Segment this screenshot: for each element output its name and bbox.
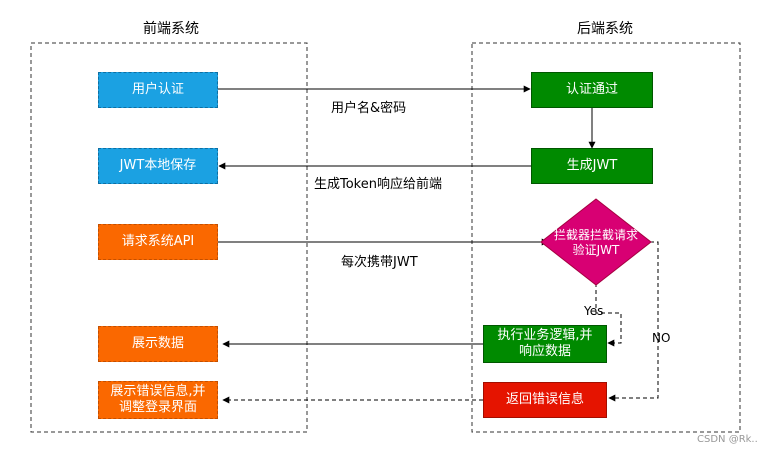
frontend-title: 前端系统 xyxy=(143,21,199,37)
gen-jwt-node: 生成JWT xyxy=(531,148,653,184)
interceptor-diamond xyxy=(540,198,652,286)
auth-pass-node: 认证通过 xyxy=(531,72,653,108)
jwt-store-node: JWT本地保存 xyxy=(98,148,218,184)
edge-no xyxy=(608,241,659,402)
no-label: NO xyxy=(652,331,671,345)
request-api-node: 请求系统API xyxy=(98,224,218,260)
watermark: CSDN @Rk.. xyxy=(697,434,758,445)
return-error-node: 返回错误信息 xyxy=(483,382,607,418)
backend-title: 后端系统 xyxy=(577,21,633,37)
interceptor-label: 拦截器拦截请求 验证JWT xyxy=(553,228,638,257)
backend-panel xyxy=(471,42,741,433)
token-response-label: 生成Token响应给前端 xyxy=(314,177,442,192)
carry-jwt-label: 每次携带JWT xyxy=(341,255,418,270)
yes-label: Yes xyxy=(584,304,604,318)
show-error-node: 展示错误信息,并 调整登录界面 xyxy=(98,381,218,419)
user-auth-node: 用户认证 xyxy=(98,72,218,108)
exec-logic-node: 执行业务逻辑,并 响应数据 xyxy=(483,325,607,363)
frontend-panel xyxy=(30,42,308,433)
show-data-node: 展示数据 xyxy=(98,326,218,362)
credentials-label: 用户名&密码 xyxy=(331,101,407,116)
